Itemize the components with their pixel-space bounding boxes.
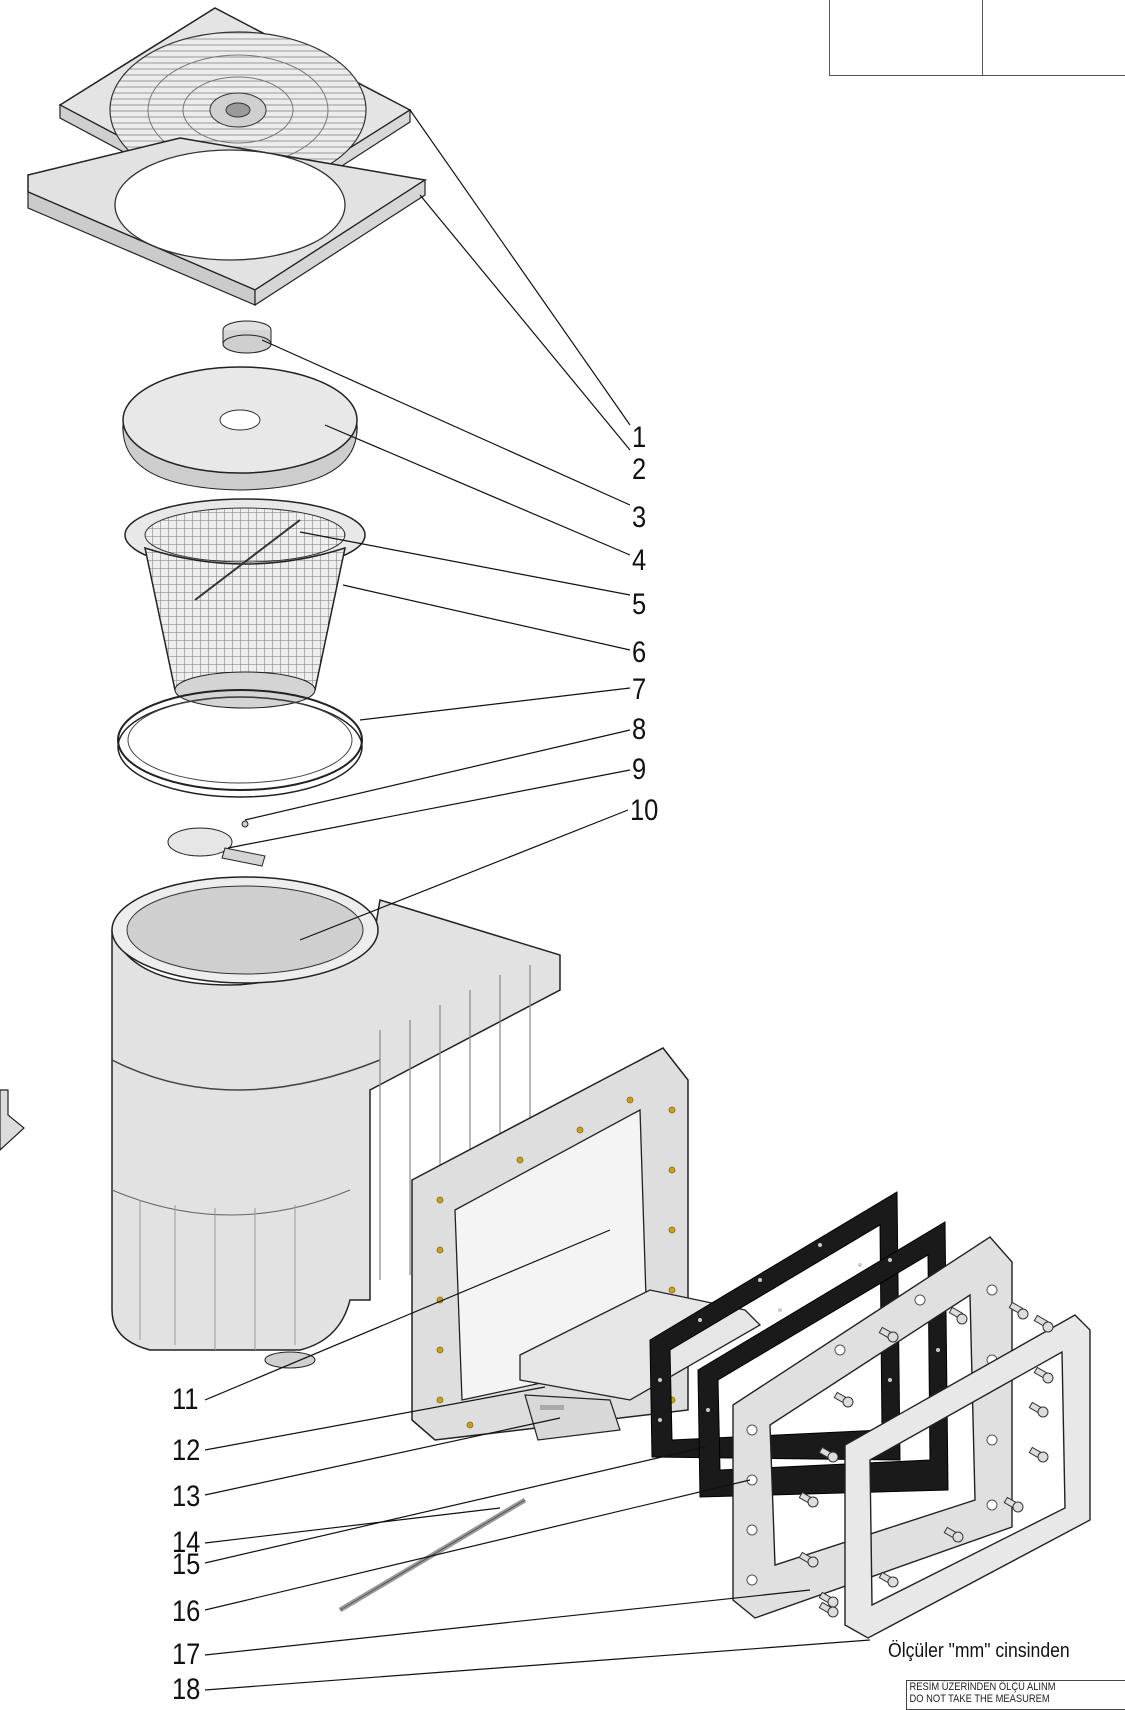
part-fragment-left: [0, 1089, 25, 1151]
callout-14: 14: [172, 1526, 201, 1559]
part-basket: [124, 498, 366, 709]
title-block-divider: [982, 0, 983, 76]
screws: [798, 1301, 1054, 1618]
callout-7: 7: [632, 673, 647, 706]
part-body: [111, 876, 561, 1369]
part-disc: [122, 366, 358, 491]
callout-12: 12: [172, 1434, 201, 1467]
units-note: Ölçüler "mm" cinsinden: [888, 1640, 1070, 1662]
callout-6: 6: [632, 636, 647, 669]
callout-5: 5: [632, 588, 647, 621]
callout-15: 15: [172, 1548, 201, 1581]
part-ring: [117, 689, 363, 798]
callout-9: 9: [632, 753, 647, 786]
callout-18: 18: [172, 1673, 201, 1706]
part-rod: [338, 1497, 527, 1613]
part-face-plate: [732, 1236, 1013, 1619]
callout-13: 13: [172, 1480, 201, 1513]
title-block-box: [829, 0, 1125, 76]
callout-11: 11: [172, 1383, 199, 1416]
warning-line-tr: RESİM ÜZERİNDEN ÖLÇÜ ALINM: [909, 1681, 1056, 1693]
callout-4: 4: [632, 544, 647, 577]
leader-lines: [204, 109, 871, 1691]
part-trim-frame: [844, 1314, 1091, 1639]
part-cap: [222, 320, 272, 354]
measurement-warning-box: RESİM ÜZERİNDEN ÖLÇÜ ALINM DO NOT TAKE T…: [906, 1680, 1125, 1710]
callout-3: 3: [632, 501, 647, 534]
callout-1: 1: [632, 421, 647, 454]
callout-16: 16: [172, 1595, 201, 1628]
callout-10: 10: [630, 794, 659, 827]
callout-2: 2: [632, 453, 647, 486]
part-frame: [27, 137, 428, 307]
warning-line-en: DO NOT TAKE THE MEASUREM: [909, 1693, 1050, 1705]
callout-17: 17: [172, 1638, 201, 1671]
callout-8: 8: [632, 713, 647, 746]
part-flap: [167, 820, 266, 867]
